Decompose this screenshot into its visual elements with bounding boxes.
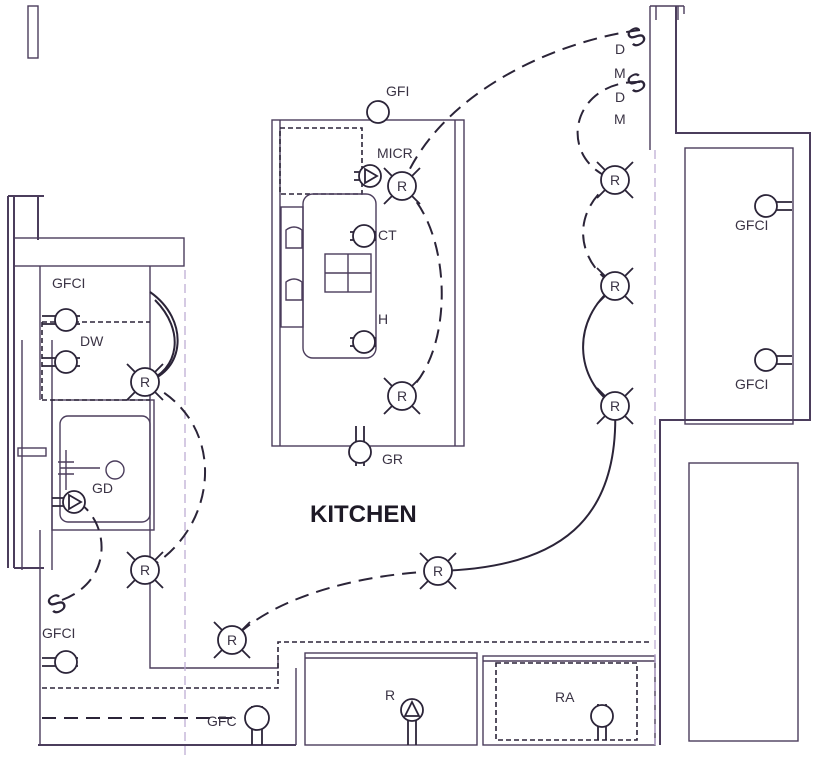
ceiling-light-5: R	[596, 387, 634, 425]
label-gd: GD	[92, 480, 113, 496]
outlet-gfci-right-bottom	[754, 348, 792, 372]
switch-note-d2: D	[615, 89, 625, 105]
outlet-gr	[348, 426, 372, 466]
range-cabinet	[304, 652, 478, 746]
window-left	[21, 340, 53, 570]
label-gfci-right-top: GFCI	[735, 217, 768, 233]
refrigerator-dashed	[495, 662, 638, 741]
outlet-ct	[350, 224, 376, 248]
label-gr: GR	[382, 451, 403, 467]
cooktop-burners	[325, 254, 371, 292]
ceiling-light-1: R	[383, 167, 421, 205]
outlet-h	[350, 330, 376, 354]
wiring	[42, 29, 641, 719]
outlet-gfi-island	[366, 100, 390, 124]
outlet-dw	[42, 350, 80, 374]
outlet-gd	[52, 490, 86, 514]
window-sill	[17, 447, 47, 457]
wire-left-lights	[144, 381, 207, 571]
switch-note-d1: D	[615, 41, 625, 57]
switch-note-m2: M	[614, 111, 626, 127]
wire-switch-to-island-light	[401, 29, 641, 187]
cabinet-right	[684, 147, 794, 425]
ceiling-light-8: R	[126, 363, 164, 401]
fixture-label: R	[140, 562, 150, 578]
outlet-range	[400, 698, 424, 745]
outlet-ra	[590, 704, 614, 740]
ceiling-light-3: R	[596, 161, 634, 199]
switch-note-m1: M	[614, 65, 626, 81]
tall-cabinet-right	[688, 462, 799, 742]
header-beam-left	[13, 237, 185, 267]
fixture-label: R	[140, 374, 150, 390]
label-gfi: GFI	[386, 83, 409, 99]
outlet-gfc-bottom	[244, 705, 270, 745]
island-seating-rail	[280, 206, 304, 328]
outlet-micro	[354, 164, 382, 188]
counter-edges-left	[39, 266, 297, 745]
wire-right-lights-upper	[582, 179, 616, 287]
fixture-label: R	[397, 178, 407, 194]
switch-symbol-left: S	[41, 586, 71, 621]
outlet-gfci-right-top	[754, 194, 792, 218]
ceiling-light-4: R	[596, 267, 634, 305]
ceiling-light-2: R	[383, 377, 421, 415]
fixture-label: R	[610, 278, 620, 294]
wall-stub-top-left	[27, 5, 39, 59]
ceiling-light-7: R	[213, 621, 251, 659]
fixture-label: R	[610, 398, 620, 414]
island-cabinet	[279, 127, 363, 195]
drain-icon	[105, 460, 125, 480]
sink-basin	[59, 415, 151, 523]
guides	[41, 150, 656, 755]
wall-top-right	[649, 5, 685, 150]
walls	[7, 5, 811, 746]
outlet-gfci-left-top	[42, 308, 80, 332]
wall-right-outer	[659, 6, 811, 745]
ceiling-light-9: R	[126, 551, 164, 589]
label-gfci-right-bottom: GFCI	[735, 376, 768, 392]
outlet-gfci-left-bottom	[42, 650, 78, 674]
labels: KITCHEN GFI MICR CT H GR GFCI DW GD GFCI…	[42, 83, 768, 729]
base-cabinet-bottom	[42, 641, 652, 689]
label-ra: RA	[555, 689, 575, 705]
label-range: R	[385, 687, 395, 703]
fixture-label: R	[610, 172, 620, 188]
ceiling-light-6: R	[419, 552, 457, 590]
switch-symbol-top: S	[621, 19, 651, 54]
wire-switch2-to-light	[576, 80, 641, 181]
light-fixtures: R R R R R R R	[126, 161, 634, 659]
fixture-label: R	[227, 632, 237, 648]
fixture-label: R	[433, 563, 443, 579]
label-h: H	[378, 311, 388, 327]
label-gfci-left-top: GFCI	[52, 275, 85, 291]
stool-icons	[285, 226, 303, 301]
wire-right-to-center	[437, 405, 617, 572]
wire-center-to-bottom	[231, 570, 439, 641]
switches: S S S D M D M	[41, 19, 651, 621]
wire-switch-to-disposal	[61, 499, 103, 601]
label-ct: CT	[378, 227, 397, 243]
label-dw: DW	[80, 333, 104, 349]
wall-left	[7, 195, 44, 569]
label-micro: MICR	[377, 145, 413, 161]
wire-island-lights	[401, 185, 443, 397]
label-gfc-bottom: GFC	[207, 713, 237, 729]
fixture-label: R	[397, 388, 407, 404]
faucet-icon	[58, 450, 100, 490]
outlets	[42, 100, 792, 745]
room-title: KITCHEN	[310, 501, 417, 528]
wire-right-lights-lower	[582, 285, 616, 407]
label-gfci-left-bottom: GFCI	[42, 625, 75, 641]
